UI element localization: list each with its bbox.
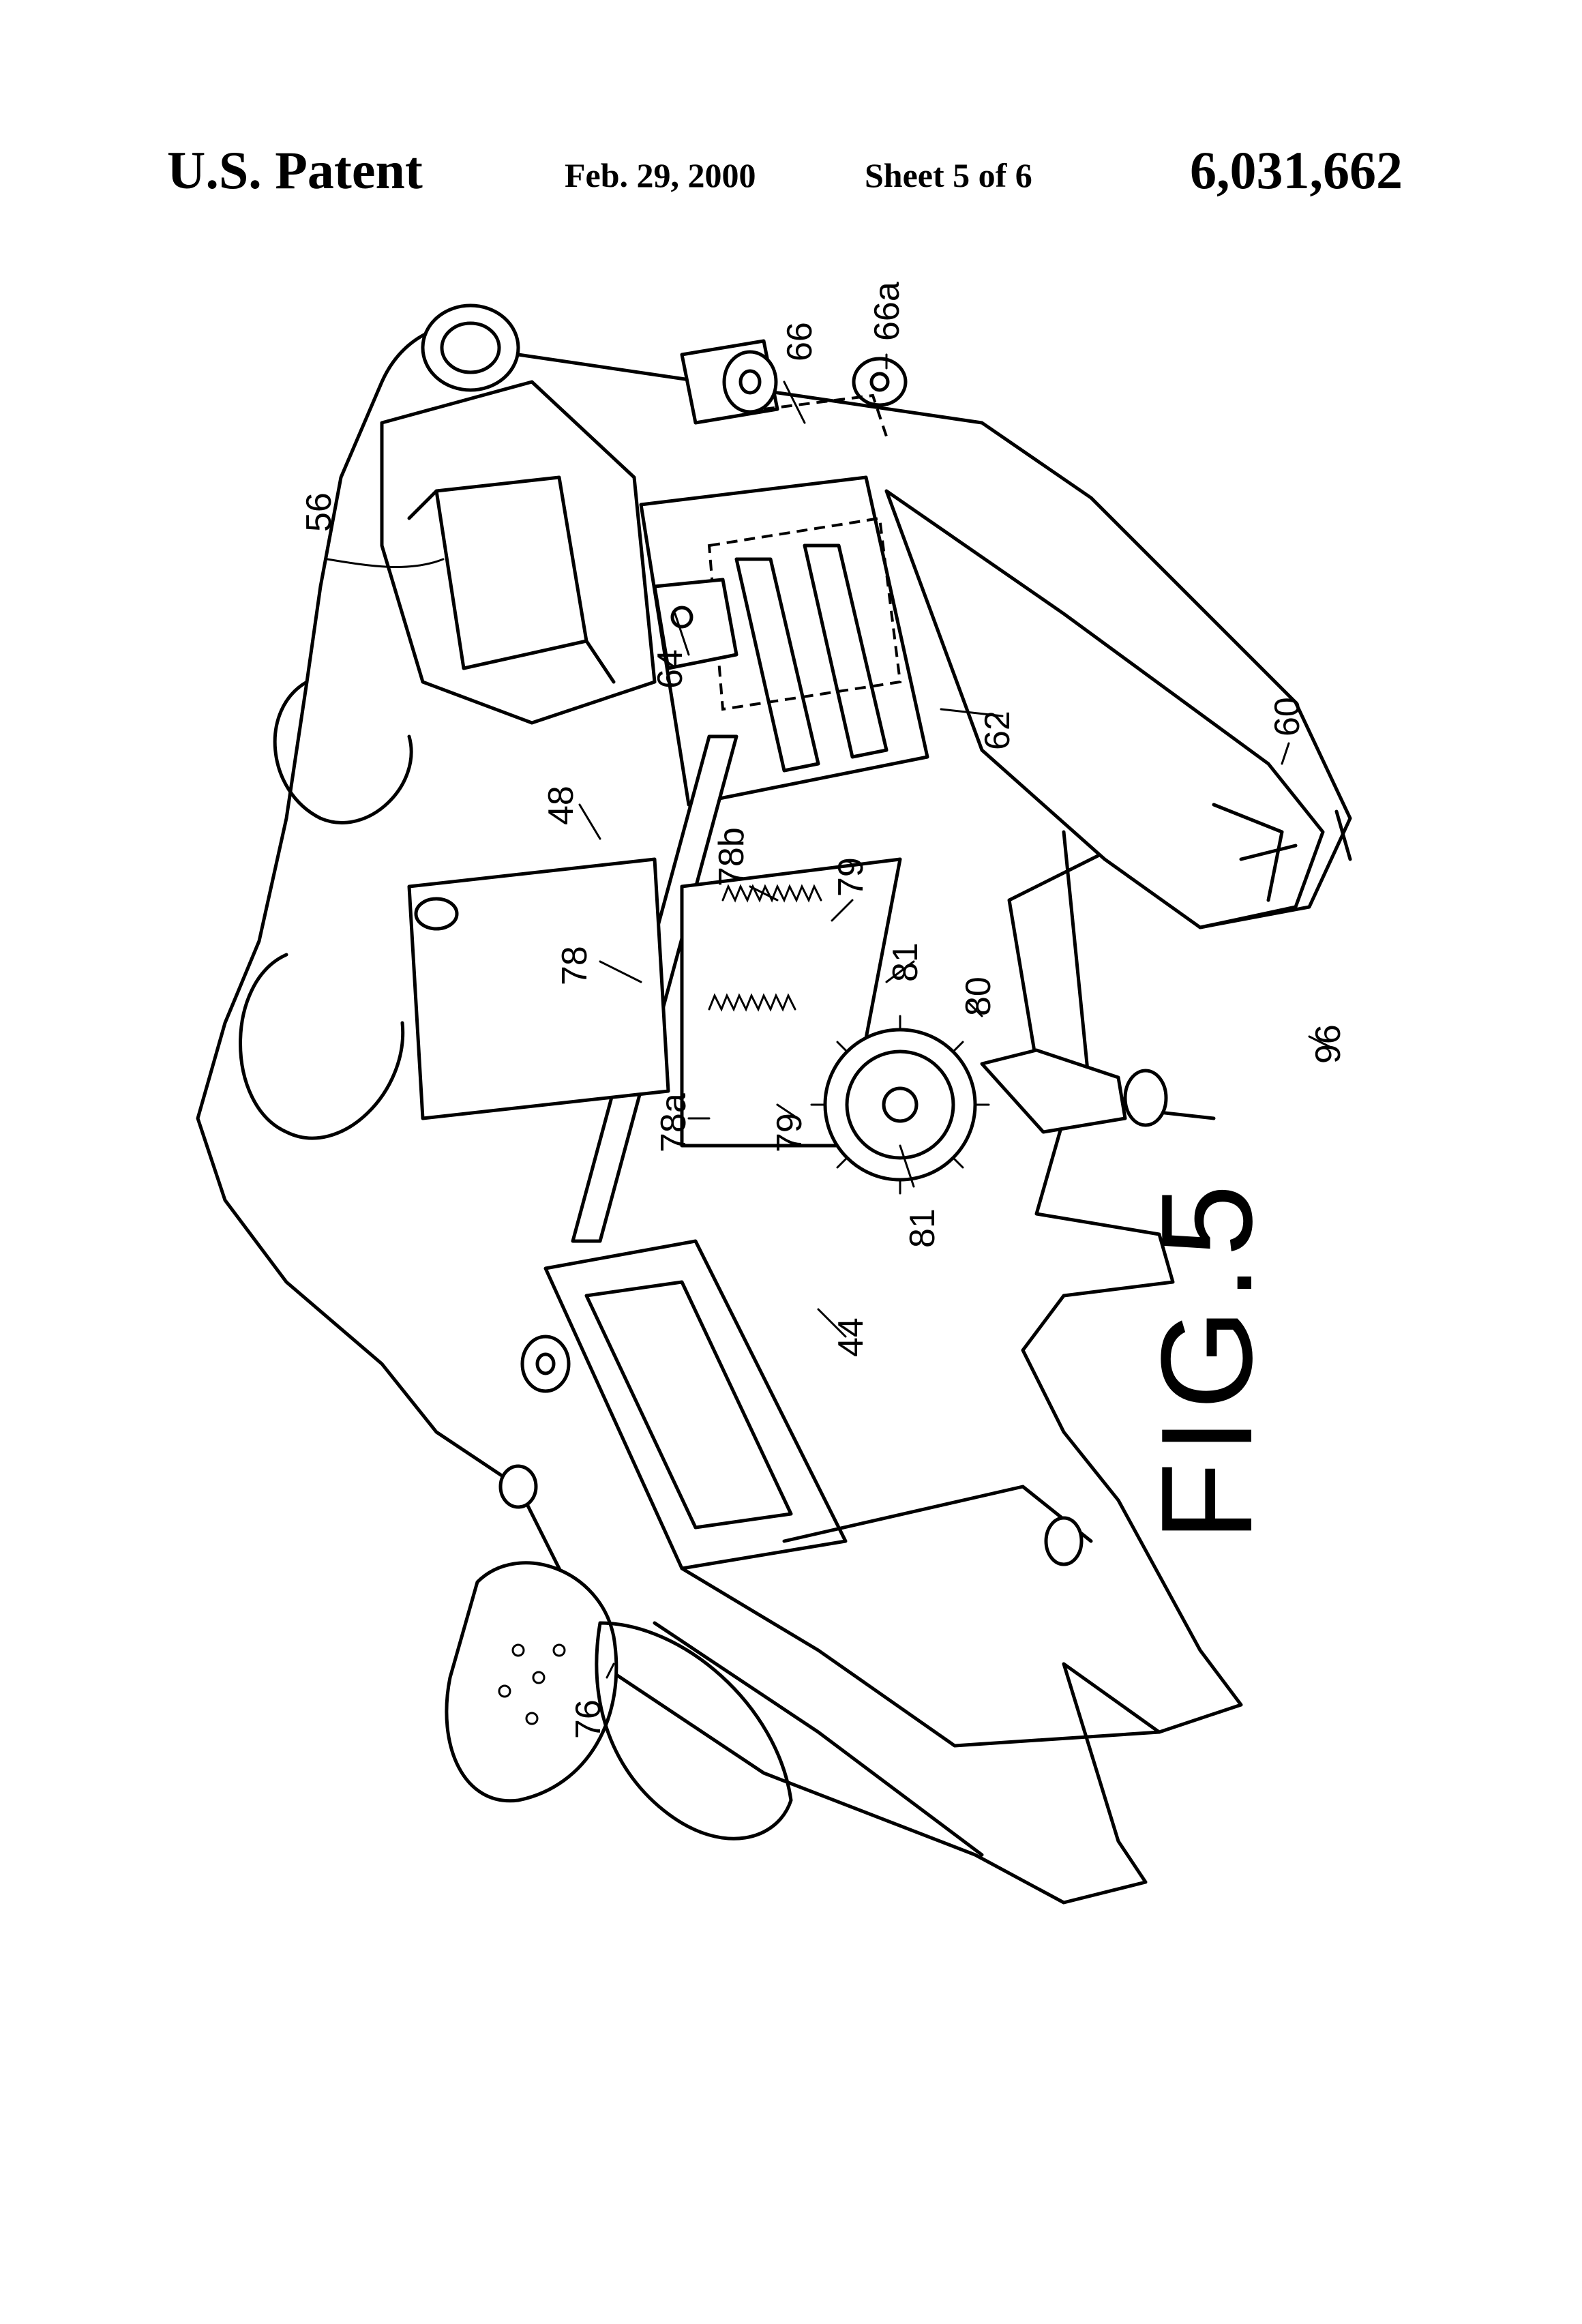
ref-81-upper: 81 <box>886 942 925 982</box>
ref-66: 66 <box>780 322 820 361</box>
ref-64: 64 <box>651 649 690 689</box>
ref-96: 96 <box>1309 1024 1348 1064</box>
ref-66a: 66a <box>867 282 907 341</box>
assembly-line-art <box>196 303 1352 1905</box>
patent-number: 6,031,662 <box>1190 140 1403 200</box>
figure-label: FIG.5 <box>1135 1176 1279 1541</box>
ref-60: 60 <box>1268 697 1307 736</box>
ref-81-lower: 81 <box>903 1208 942 1248</box>
issue-date: Feb. 29, 2000 <box>565 156 756 194</box>
ref-62: 62 <box>978 711 1017 750</box>
ref-48: 48 <box>541 786 581 825</box>
reference-numerals: 56 66 66a 64 62 60 48 78b 79 78 81 80 78… <box>299 282 1348 1739</box>
ref-56: 56 <box>299 492 339 532</box>
sheet-number: Sheet 5 of 6 <box>865 156 1032 194</box>
ref-80: 80 <box>959 977 998 1016</box>
ref-79-upper: 79 <box>831 857 871 897</box>
ref-78: 78 <box>555 946 595 985</box>
ref-78a: 78a <box>654 1093 693 1152</box>
ref-76: 76 <box>569 1699 608 1739</box>
patent-label: U.S. Patent <box>167 140 423 200</box>
ref-78b: 78b <box>712 827 751 887</box>
ref-79-lower: 79 <box>770 1113 809 1152</box>
ref-44: 44 <box>831 1317 871 1357</box>
